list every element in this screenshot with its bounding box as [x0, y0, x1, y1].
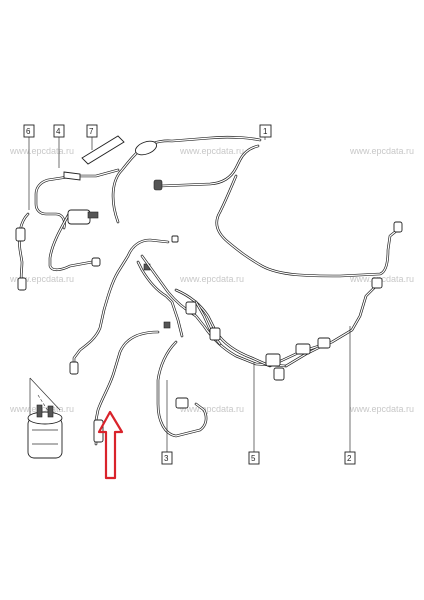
- watermark-text: www.epcdata.ru: [179, 404, 244, 414]
- watermark-text: www.epcdata.ru: [9, 146, 74, 156]
- callout-label: 5: [251, 454, 256, 463]
- watermark-text: www.epcdata.ru: [179, 274, 244, 284]
- watermark-text: www.epcdata.ru: [349, 404, 414, 414]
- pipe-5: [140, 221, 403, 381]
- callout-3: 3: [161, 380, 173, 465]
- pipe-3: [69, 238, 208, 446]
- watermark-text: www.epcdata.ru: [179, 146, 244, 156]
- callout-label: 7: [89, 127, 94, 136]
- pipe-6: [15, 135, 125, 291]
- watermark-text: www.epcdata.ru: [349, 146, 414, 156]
- fuel-filter: [27, 377, 63, 459]
- callout-1: 1: [259, 124, 272, 140]
- pipe-1: [111, 135, 402, 278]
- callout-label: 3: [164, 454, 169, 463]
- callout-label: 6: [26, 127, 31, 136]
- watermark-layer: www.epcdata.ru www.epcdata.ru www.epcdat…: [9, 146, 414, 414]
- up-arrow-icon: [97, 410, 124, 480]
- callout-7: 7: [86, 124, 98, 150]
- callout-6: 6: [23, 124, 35, 210]
- callout-label: 1: [263, 127, 268, 136]
- callout-5: 5: [248, 362, 260, 465]
- callout-4: 4: [53, 124, 65, 168]
- callout-label: 2: [347, 454, 352, 463]
- callout-2: 2: [344, 326, 356, 465]
- watermark-text: www.epcdata.ru: [9, 274, 74, 284]
- callout-label: 4: [56, 127, 61, 136]
